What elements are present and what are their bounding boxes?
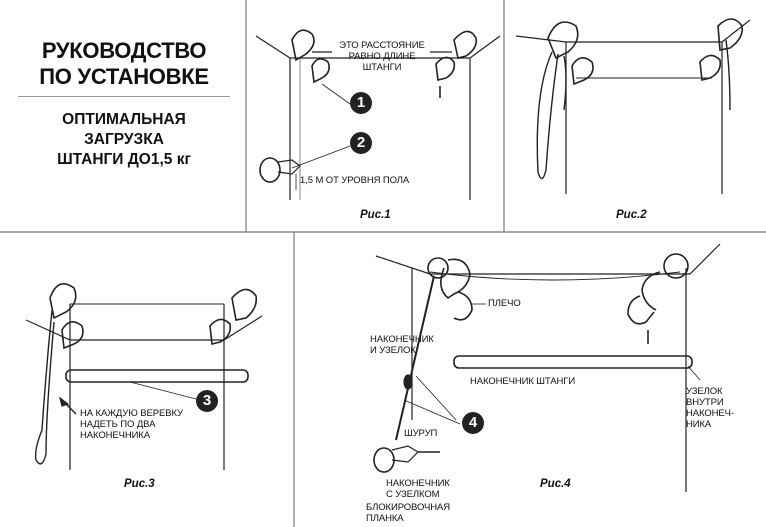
fig4-rod-tip-label: НАКОНЕЧНИК ШТАНГИ xyxy=(470,376,576,387)
fig1-note-line-3: ШТАНГИ xyxy=(362,62,402,73)
fig2-caption: Рис.2 xyxy=(616,209,647,221)
step-badge-3: 3 xyxy=(196,390,218,412)
fig4-shoulder-label: ПЛЕЧО xyxy=(488,298,521,309)
fig3-drawing xyxy=(25,282,263,470)
fig4-tip-with-knot-line-2: С УЗЕЛКОМ xyxy=(386,489,440,500)
fig4-tip-with-knot-label: НАКОНЕЧНИК С УЗЕЛКОМ xyxy=(386,478,450,500)
fig4-knot-inside-line-4: НИКА xyxy=(686,419,712,430)
step-badge-4: 4 xyxy=(462,412,484,434)
load-note-line-1: ОПТИМАЛЬНАЯ xyxy=(62,111,186,128)
title-divider xyxy=(18,96,230,97)
fig3-note: НА КАЖДУЮ ВЕРЕВКУ НАДЕТЬ ПО ДВА НАКОНЕЧН… xyxy=(80,408,183,441)
fig4-knot-inside-line-2: ВНУТРИ xyxy=(686,397,724,408)
title-line-2: ПО УСТАНОВКЕ xyxy=(39,64,209,89)
step-badge-2: 2 xyxy=(350,132,372,154)
fig4-knot-inside-line-3: НАКОНЕЧ- xyxy=(686,408,734,419)
fig1-drawing xyxy=(255,29,501,200)
load-note: ОПТИМАЛЬНАЯ ЗАГРУЗКА ШТАНГИ ДО1,5 кг xyxy=(18,110,230,170)
fig4-lock-plate-label: БЛОКИРОВОЧНАЯ ПЛАНКА xyxy=(366,502,450,524)
fig4-tip-knot-line-1: НАКОНЕЧНИК xyxy=(370,334,434,345)
fig3-note-line-1: НА КАЖДУЮ ВЕРЕВКУ xyxy=(80,408,183,419)
fig1-distance-note: ЭТО РАССТОЯНИЕ РАВНО ДЛИНЕ ШТАНГИ xyxy=(334,40,430,73)
fig4-caption: Рис.4 xyxy=(540,478,571,490)
fig3-note-line-2: НАДЕТЬ ПО ДВА xyxy=(80,419,156,430)
fig2-drawing xyxy=(515,18,751,194)
manual-title: РУКОВОДСТВО ПО УСТАНОВКЕ xyxy=(18,38,230,90)
fig4-screw-label: ШУРУП xyxy=(404,428,438,439)
fig4-drawing xyxy=(373,243,721,492)
fig3-caption: Рис.3 xyxy=(124,478,155,490)
fig4-tip-knot-line-2: И УЗЕЛОК xyxy=(370,345,416,356)
load-note-line-2: ЗАГРУЗКА xyxy=(84,131,164,148)
fig1-note-line-2: РАВНО ДЛИНЕ xyxy=(348,51,416,62)
load-note-line-3: ШТАНГИ ДО1,5 кг xyxy=(57,151,191,168)
fig4-knot-inside-line-1: УЗЕЛОК xyxy=(686,386,723,397)
fig4-lock-line-2: ПЛАНКА xyxy=(366,513,404,524)
fig3-note-line-3: НАКОНЕЧНИКА xyxy=(80,430,151,441)
step-badge-1: 1 xyxy=(350,92,372,114)
fig4-knot-inside-label: УЗЕЛОК ВНУТРИ НАКОНЕЧ- НИКА xyxy=(686,386,734,430)
fig4-tip-with-knot-line-1: НАКОНЕЧНИК xyxy=(386,478,450,489)
title-line-1: РУКОВОДСТВО xyxy=(41,38,207,63)
fig4-lock-line-1: БЛОКИРОВОЧНАЯ xyxy=(366,502,451,513)
fig1-note-line-1: ЭТО РАССТОЯНИЕ xyxy=(339,40,425,51)
fig4-tip-knot-label: НАКОНЕЧНИК И УЗЕЛОК xyxy=(370,334,434,356)
fig1-floor-note: 1,5 М ОТ УРОВНЯ ПОЛА xyxy=(300,175,410,186)
fig1-caption: Рис.1 xyxy=(360,209,391,221)
